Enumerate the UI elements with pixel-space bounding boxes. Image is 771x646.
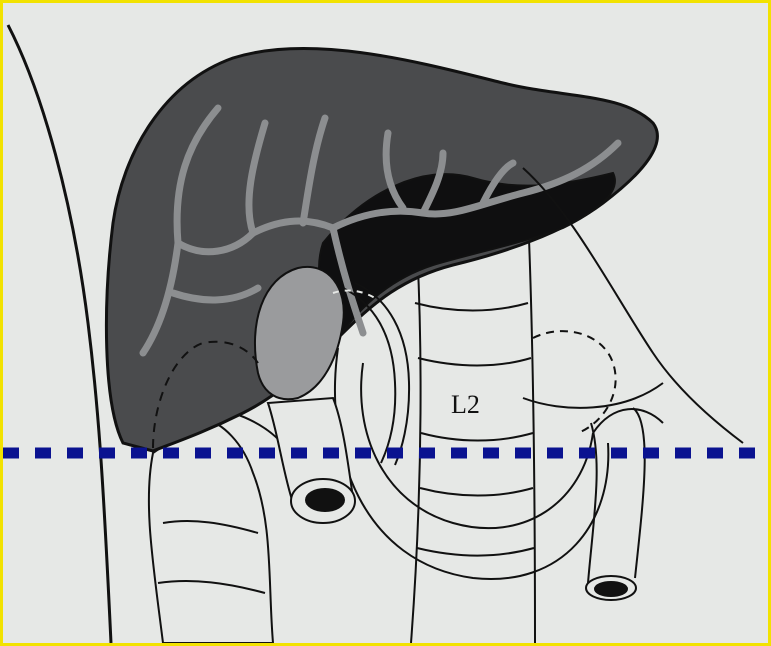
vertebra-label: L2 <box>451 390 480 419</box>
anatomy-diagram: L2 <box>3 3 768 643</box>
hepatic-flexure <box>268 398 355 523</box>
body-outline <box>8 25 111 643</box>
jejunum <box>586 408 645 600</box>
